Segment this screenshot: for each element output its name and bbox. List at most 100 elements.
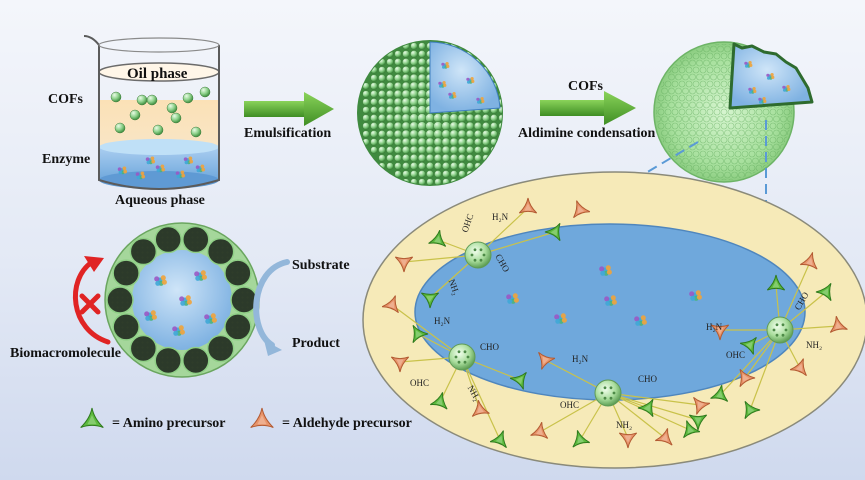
beaker-glass [98, 45, 220, 190]
cof-bead [449, 113, 459, 123]
cof-bead [441, 121, 451, 131]
pickering-droplet [357, 40, 503, 186]
aldehyde-precursor-icon [530, 421, 549, 439]
cof-bead [417, 65, 427, 75]
linker-bond [719, 329, 781, 396]
cof-bead [146, 94, 158, 106]
enzyme-icon [183, 156, 194, 165]
cof-bead [362, 90, 370, 98]
cof-bead [434, 170, 442, 178]
cof-bead [458, 170, 466, 178]
enzyme-icon [506, 293, 519, 304]
chem-label-ohc: OHC [726, 350, 746, 360]
enzyme-icon [476, 96, 485, 104]
enzyme-icon [441, 61, 450, 69]
cof-bead [458, 162, 466, 170]
cof-bead [385, 89, 395, 99]
legend-aldehyde-label: = Aldehyde precursor [282, 416, 412, 431]
cof-bead [370, 74, 378, 82]
enzyme-icon [554, 313, 567, 324]
cof-bead [465, 113, 475, 123]
cof-bead [370, 122, 378, 130]
cof-bead [433, 153, 443, 163]
cofs-label: COFs [48, 92, 83, 107]
enzyme-icon [144, 310, 157, 321]
cof-bead [466, 154, 474, 162]
beaker [83, 35, 220, 190]
cof-bead [385, 97, 395, 107]
enzyme-icon [195, 164, 206, 173]
cof-bead [393, 145, 403, 155]
cof-node [464, 241, 492, 269]
cof-bead [433, 129, 443, 139]
cof-bead [370, 138, 378, 146]
cof-bead [136, 94, 148, 106]
cof-bead [402, 154, 410, 162]
cof-bead [418, 42, 426, 50]
cof-bead [401, 137, 411, 147]
linker-bond [607, 392, 701, 406]
cof-bead [409, 145, 419, 155]
cof-bead [482, 162, 490, 170]
cof-bead [425, 113, 435, 123]
aldimine-condensation-label: Aldimine condensation [518, 126, 656, 141]
enzyme-icon [179, 295, 192, 306]
cof-bead [152, 124, 164, 136]
cof-bead [426, 170, 434, 178]
enzyme-icon [599, 265, 612, 276]
cof-node [766, 316, 794, 344]
cof-bead [370, 146, 378, 154]
cof-bead [110, 91, 122, 103]
cof-bead [393, 129, 403, 139]
cof-bead [386, 154, 394, 162]
cof-bead [394, 154, 402, 162]
cof-bead [378, 74, 386, 82]
capsule-cross-section [104, 222, 260, 378]
cof-bead [417, 145, 427, 155]
substrate-product-arrow [253, 259, 290, 356]
cof-bead [370, 98, 378, 106]
zoom-ellipse [362, 171, 865, 469]
cof-bead [393, 113, 403, 123]
cof-bead [182, 92, 194, 104]
cof-bead [417, 153, 427, 163]
cof-bead [114, 122, 126, 134]
cof-bead [465, 129, 475, 139]
cof-bead [417, 81, 427, 91]
cof-bead [441, 129, 451, 139]
cofs-reagent-label: COFs [568, 79, 603, 94]
cof-bead [393, 121, 403, 131]
cof-bead [410, 58, 418, 66]
aldehyde-precursor-icon [394, 256, 414, 273]
enzyme-icon [689, 290, 702, 301]
cof-bead [425, 145, 435, 155]
cof-bead [457, 121, 467, 131]
cof-bead [498, 82, 502, 90]
cof-bead [378, 58, 386, 66]
cof-bead [418, 170, 426, 178]
cof-bead [426, 162, 434, 170]
cof-bead [378, 114, 386, 122]
chem-label-h2n: H₂N [572, 354, 589, 364]
chem-label-cho: CHO [480, 342, 500, 352]
cof-bead [409, 73, 419, 83]
cof-bead [442, 170, 450, 178]
cof-bead [458, 154, 466, 162]
aldehyde-precursor-icon [693, 396, 711, 415]
condensation-arrow [540, 91, 636, 125]
blocked-arrow [72, 256, 111, 345]
cof-bead [386, 138, 394, 146]
cof-bead [402, 50, 410, 58]
cof-bead [473, 113, 483, 123]
enzyme-icon [766, 72, 775, 80]
cof-bead [433, 113, 443, 123]
cof-bead [410, 170, 418, 178]
cof-bead [441, 113, 451, 123]
cof-bead [410, 42, 418, 50]
cof-bead [370, 130, 378, 138]
cof-bead [378, 162, 386, 170]
aldehyde-precursor-icon [250, 407, 274, 428]
cof-bead [417, 97, 427, 107]
cof-bead [394, 50, 402, 58]
